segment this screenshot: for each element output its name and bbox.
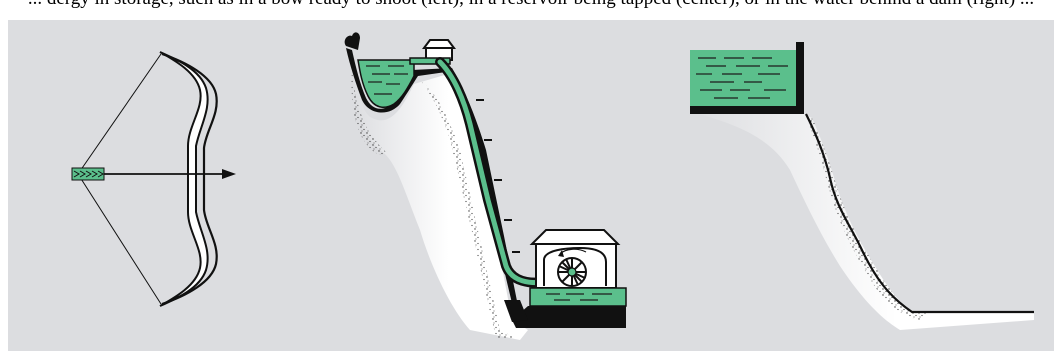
power-house [532,230,618,288]
tank-floor [690,106,804,114]
arrow-fletching [72,168,104,180]
tank-wall [796,42,804,114]
tailwater [530,288,626,306]
